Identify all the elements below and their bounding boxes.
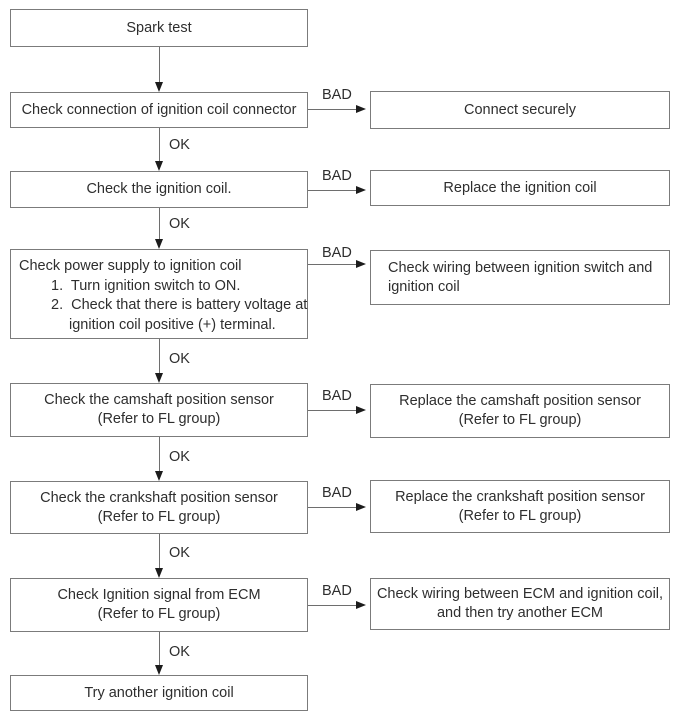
flow-box-try-another-coil: Try another ignition coil xyxy=(10,675,308,711)
ok-label: OK xyxy=(169,351,190,367)
box-label-line1: Replace the crankshaft position sensor xyxy=(395,488,645,505)
connector-line-vertical xyxy=(159,632,160,667)
bad-label: BAD xyxy=(322,583,352,599)
flow-box-check-connection: Check connection of ignition coil connec… xyxy=(10,92,308,128)
flow-box-connect-securely: Connect securely xyxy=(370,91,670,129)
box-label: Try another ignition coil xyxy=(84,684,234,701)
flow-box-check-camshaft-sensor: Check the camshaft position sensor (Refe… xyxy=(10,383,308,437)
flow-box-check-wiring-ecm: Check wiring between ECM and ignition co… xyxy=(370,578,670,630)
arrow-right-icon xyxy=(356,503,366,511)
arrow-down-icon xyxy=(155,82,163,92)
box-label-item1: 1. Turn ignition switch to ON. xyxy=(51,277,241,294)
arrow-right-icon xyxy=(356,186,366,194)
arrow-right-icon xyxy=(356,601,366,609)
arrow-right-icon xyxy=(356,406,366,414)
ok-label: OK xyxy=(169,216,190,232)
arrow-down-icon xyxy=(155,239,163,249)
box-label-line1: Check Ignition signal from ECM xyxy=(57,587,261,603)
box-label-line2: (Refer to FL group) xyxy=(97,508,221,525)
box-label-line1: Check the crankshaft position sensor xyxy=(40,489,278,506)
ok-label: OK xyxy=(169,137,190,153)
connector-line-horizontal xyxy=(308,605,357,606)
ok-label: OK xyxy=(169,449,190,465)
arrow-down-icon xyxy=(155,373,163,383)
connector-line-horizontal xyxy=(308,264,357,265)
box-label: Check the ignition coil. xyxy=(86,181,232,197)
ok-label: OK xyxy=(169,545,190,561)
connector-line-vertical xyxy=(159,534,160,570)
connector-line-horizontal xyxy=(308,410,357,411)
arrow-down-icon xyxy=(155,471,163,481)
box-label-line2: (Refer to FL group) xyxy=(458,507,582,524)
flow-box-replace-camshaft-sensor: Replace the camshaft position sensor (Re… xyxy=(370,384,670,438)
box-label-line1: Check wiring between ECM and ignition co… xyxy=(376,586,664,602)
connector-line-vertical xyxy=(159,339,160,375)
box-label: Replace the ignition coil xyxy=(443,179,597,196)
flow-box-check-wiring-ignition-switch: Check wiring between ignition switch and… xyxy=(370,250,670,305)
arrow-down-icon xyxy=(155,665,163,675)
box-label-line2: (Refer to FL group) xyxy=(97,411,221,427)
box-label-line1: Check the camshaft position sensor xyxy=(44,392,274,408)
flow-box-replace-ignition-coil: Replace the ignition coil xyxy=(370,170,670,206)
arrow-down-icon xyxy=(155,568,163,578)
flow-box-check-crankshaft-sensor: Check the crankshaft position sensor (Re… xyxy=(10,481,308,534)
box-label-line2: (Refer to FL group) xyxy=(458,412,582,428)
box-label: Check connection of ignition coil connec… xyxy=(21,101,297,118)
box-label-line2: (Refer to FL group) xyxy=(97,606,221,622)
connector-line-vertical xyxy=(159,208,160,241)
box-label-line2: ignition coil xyxy=(388,278,460,295)
flow-box-spark-test: Spark test xyxy=(10,9,308,47)
bad-label: BAD xyxy=(322,245,352,261)
bad-label: BAD xyxy=(322,87,352,103)
box-label-line1: Replace the camshaft position sensor xyxy=(399,393,641,409)
flow-box-check-power-supply: Check power supply to ignition coil 1. T… xyxy=(10,249,308,339)
box-label-item2: 2. Check that there is battery voltage a… xyxy=(51,297,308,313)
connector-line-horizontal xyxy=(308,109,357,110)
bad-label: BAD xyxy=(322,388,352,404)
box-label-line2: and then try another ECM xyxy=(436,605,604,621)
box-label: Connect securely xyxy=(463,101,577,118)
connector-line-vertical xyxy=(159,47,160,84)
bad-label: BAD xyxy=(322,168,352,184)
box-label: Spark test xyxy=(126,19,192,36)
connector-line-vertical xyxy=(159,437,160,473)
connector-line-vertical xyxy=(159,128,160,163)
flow-box-replace-crankshaft-sensor: Replace the crankshaft position sensor (… xyxy=(370,480,670,533)
flow-box-check-ecm-signal: Check Ignition signal from ECM (Refer to… xyxy=(10,578,308,632)
bad-label: BAD xyxy=(322,485,352,501)
arrow-right-icon xyxy=(356,260,366,268)
connector-line-horizontal xyxy=(308,507,357,508)
ok-label: OK xyxy=(169,644,190,660)
flow-box-check-ignition-coil: Check the ignition coil. xyxy=(10,171,308,208)
arrow-right-icon xyxy=(356,105,366,113)
connector-line-horizontal xyxy=(308,190,357,191)
box-label-line1: Check wiring between ignition switch and xyxy=(388,259,653,276)
box-label-title: Check power supply to ignition coil xyxy=(19,258,242,274)
arrow-down-icon xyxy=(155,161,163,171)
box-label-item2-cont: ignition coil positive (+) terminal. xyxy=(69,316,276,333)
